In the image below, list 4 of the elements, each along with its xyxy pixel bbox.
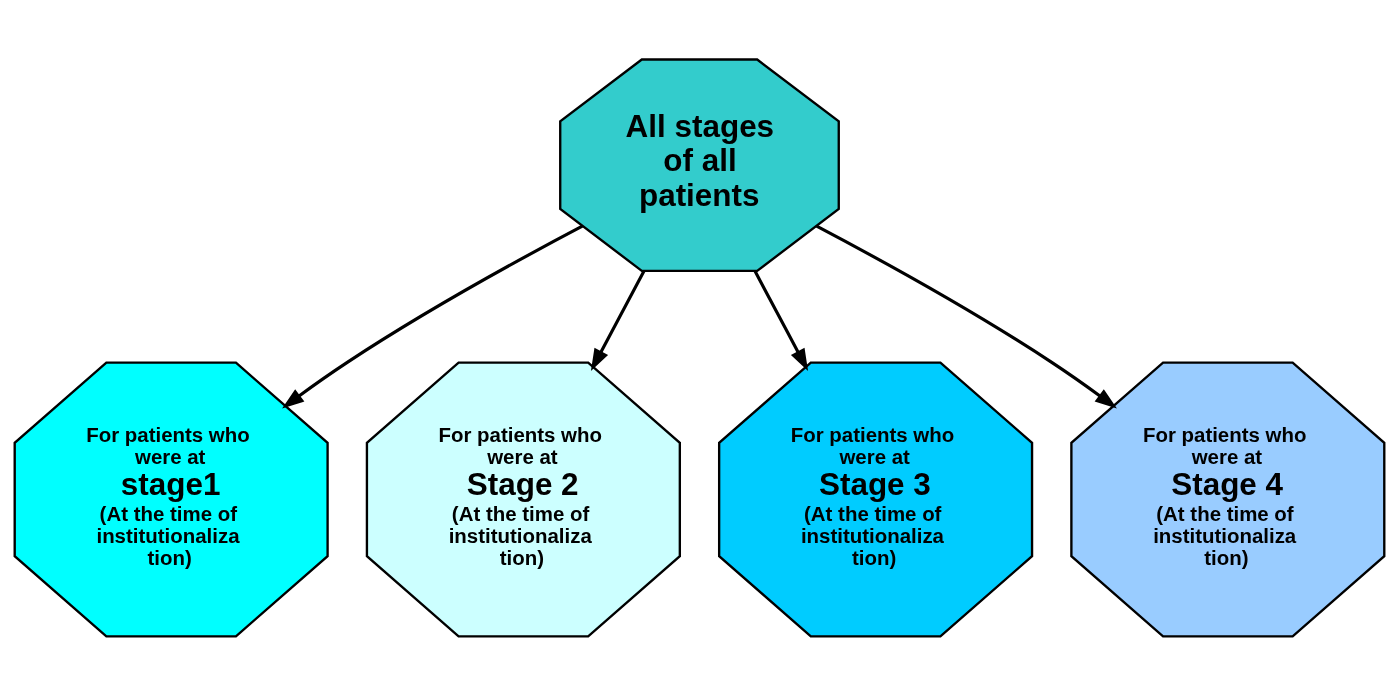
arrow — [753, 270, 809, 371]
arrow — [815, 224, 1117, 409]
arrow — [282, 224, 584, 409]
arrow — [590, 270, 646, 371]
